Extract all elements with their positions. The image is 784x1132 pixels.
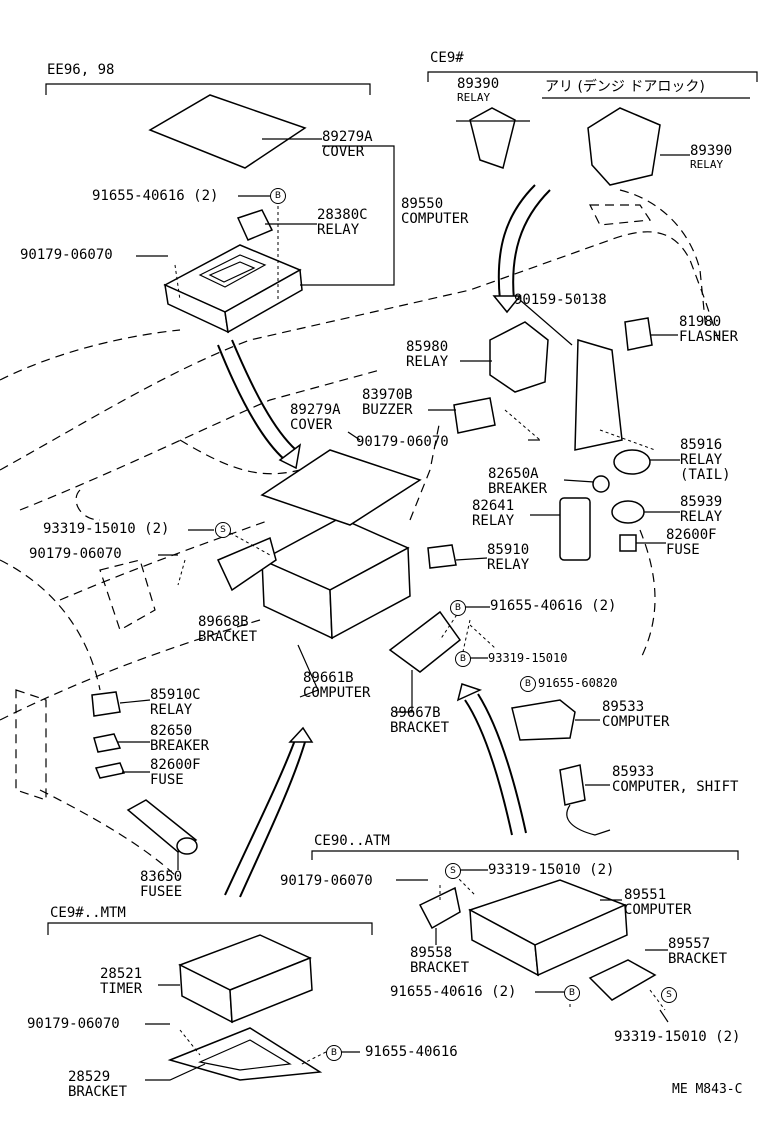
callout-91655-40616-mid: 91655-40616 (2) bbox=[490, 598, 617, 614]
relay-85980 bbox=[489, 321, 549, 393]
ce90-atm-bracket bbox=[311, 850, 739, 860]
callout-90159: 90159-50138 bbox=[514, 292, 607, 308]
cover-mid bbox=[260, 449, 422, 526]
callout-91655-40616-top: 91655-40616 (2) bbox=[92, 188, 219, 204]
callout-93319-atm: 93319-15010 (2) bbox=[488, 862, 615, 878]
mounting-panel bbox=[574, 339, 623, 451]
callout-90179-left: 90179-06070 bbox=[29, 546, 122, 562]
callout-90179-atm: 90179-06070 bbox=[280, 873, 373, 889]
screw-marker: S bbox=[445, 863, 461, 879]
callout-93319-mid: 93319-15010 bbox=[488, 651, 568, 665]
relay-89390-left bbox=[469, 107, 516, 169]
bracket-89667b bbox=[388, 610, 462, 673]
bolt-marker: B bbox=[270, 188, 286, 204]
callout-93319-atm-bottom: 93319-15010 (2) bbox=[614, 1029, 741, 1045]
callout-93319-left: 93319-15010 (2) bbox=[43, 521, 170, 537]
computer-89550 bbox=[163, 244, 303, 334]
bolt-marker: B bbox=[520, 676, 536, 692]
ce9-bracket bbox=[427, 71, 758, 82]
relay-28380c bbox=[236, 209, 274, 241]
relay-85910 bbox=[427, 544, 457, 569]
bracket-89558 bbox=[418, 886, 461, 930]
callout-90179-mid: 90179-06070 bbox=[356, 434, 449, 450]
fuse-82600f-left bbox=[94, 762, 126, 779]
flasher-81980 bbox=[624, 317, 653, 351]
cover-top bbox=[148, 94, 307, 169]
computer-shift-85933 bbox=[559, 764, 586, 806]
callout-90179-top: 90179-06070 bbox=[20, 247, 113, 263]
relay-85939 bbox=[611, 500, 645, 524]
relay-82641 bbox=[559, 497, 591, 561]
section-ce9-mtm-title: CE9#..MTM bbox=[50, 905, 126, 921]
fusee-83650 bbox=[126, 799, 198, 855]
callout-91655-40616-mtm: 91655-40616 bbox=[365, 1044, 458, 1060]
screw-marker: S bbox=[215, 522, 231, 538]
computer-89533 bbox=[511, 699, 576, 741]
bracket-28529 bbox=[167, 1027, 323, 1081]
callout-91655-40616-atm: 91655-40616 (2) bbox=[390, 984, 517, 1000]
relay-89390-right bbox=[587, 107, 661, 186]
bolt-marker: B bbox=[450, 600, 466, 616]
relay-85916 bbox=[613, 449, 651, 475]
bolt-marker: B bbox=[455, 651, 471, 667]
bolt-marker: B bbox=[326, 1045, 342, 1061]
ce9-mtm-bracket bbox=[47, 922, 373, 935]
ee96-bracket bbox=[45, 83, 371, 95]
breaker-82650a bbox=[592, 475, 610, 493]
section-ce9-title: CE9# bbox=[430, 50, 464, 66]
bracket-89557 bbox=[588, 959, 657, 1001]
buzzer-83970b bbox=[453, 397, 496, 434]
bolt-marker: B bbox=[564, 985, 580, 1001]
callout-91655-60820: 91655-60820 bbox=[538, 676, 618, 690]
section-ce9-note: アリ (デンジ ドアロック) bbox=[545, 79, 705, 95]
relay-85910c bbox=[91, 691, 121, 717]
screw-marker: S bbox=[661, 987, 677, 1003]
fuse-82600f-right bbox=[619, 534, 637, 552]
section-ee96-title: EE96, 98 bbox=[47, 62, 115, 78]
section-ce90-atm-title: CE90..ATM bbox=[314, 833, 390, 849]
callout-90179-mtm: 90179-06070 bbox=[27, 1016, 120, 1032]
breaker-82650 bbox=[93, 733, 122, 753]
reference-code: ME M843-C bbox=[672, 1082, 743, 1097]
